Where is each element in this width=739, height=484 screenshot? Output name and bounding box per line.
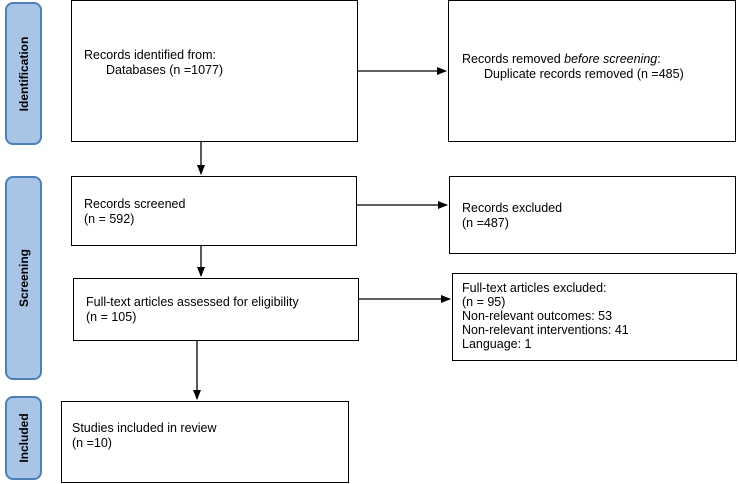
- studies-included-title: Studies included in review: [72, 421, 217, 435]
- exclusion-reason: Language: 1: [462, 337, 532, 351]
- studies-included-box: Studies included in review (n =10): [61, 401, 349, 483]
- stage-screening: Screening: [5, 176, 42, 380]
- records-identified-detail: Databases (n =1077): [106, 63, 224, 77]
- fulltext-assessed-box: Full-text articles assessed for eligibil…: [73, 278, 359, 341]
- exclusion-reason: Non-relevant interventions: 41: [462, 323, 629, 337]
- records-identified-title: Records identified from:: [84, 48, 217, 62]
- fulltext-assessed-count: (n = 105): [86, 310, 137, 324]
- records-removed-detail: Duplicate records removed (n =485): [484, 67, 684, 81]
- fulltext-excluded-title: Full-text articles excluded:: [462, 281, 607, 295]
- records-identified-box: Records identified from: Databases (n =1…: [71, 0, 358, 142]
- stage-identification: Identification: [5, 2, 42, 145]
- exclusion-reason: Non-relevant outcomes: 53: [462, 309, 613, 323]
- records-screened-title: Records screened: [84, 197, 186, 211]
- records-screened-count: (n = 592): [84, 212, 135, 226]
- fulltext-excluded-box: Full-text articles excluded: (n = 95) No…: [452, 273, 737, 361]
- records-removed-title-prefix: Records removed: [462, 52, 565, 66]
- records-removed-title-suffix: :: [657, 52, 661, 66]
- stage-included: Included: [5, 396, 42, 480]
- records-excluded-count: (n =487): [462, 216, 509, 230]
- studies-included-count: (n =10): [72, 436, 112, 450]
- records-removed-title-emphasis: before screening: [564, 52, 658, 66]
- records-removed-title: Records removed before screening:: [462, 52, 735, 67]
- fulltext-excluded-count: (n = 95): [462, 295, 506, 309]
- fulltext-assessed-title: Full-text articles assessed for eligibil…: [86, 295, 299, 309]
- records-screened-box: Records screened (n = 592): [71, 176, 357, 246]
- records-removed-box: Records removed before screening: Duplic…: [448, 0, 736, 142]
- records-excluded-box: Records excluded (n =487): [449, 176, 736, 254]
- records-excluded-title: Records excluded: [462, 201, 563, 215]
